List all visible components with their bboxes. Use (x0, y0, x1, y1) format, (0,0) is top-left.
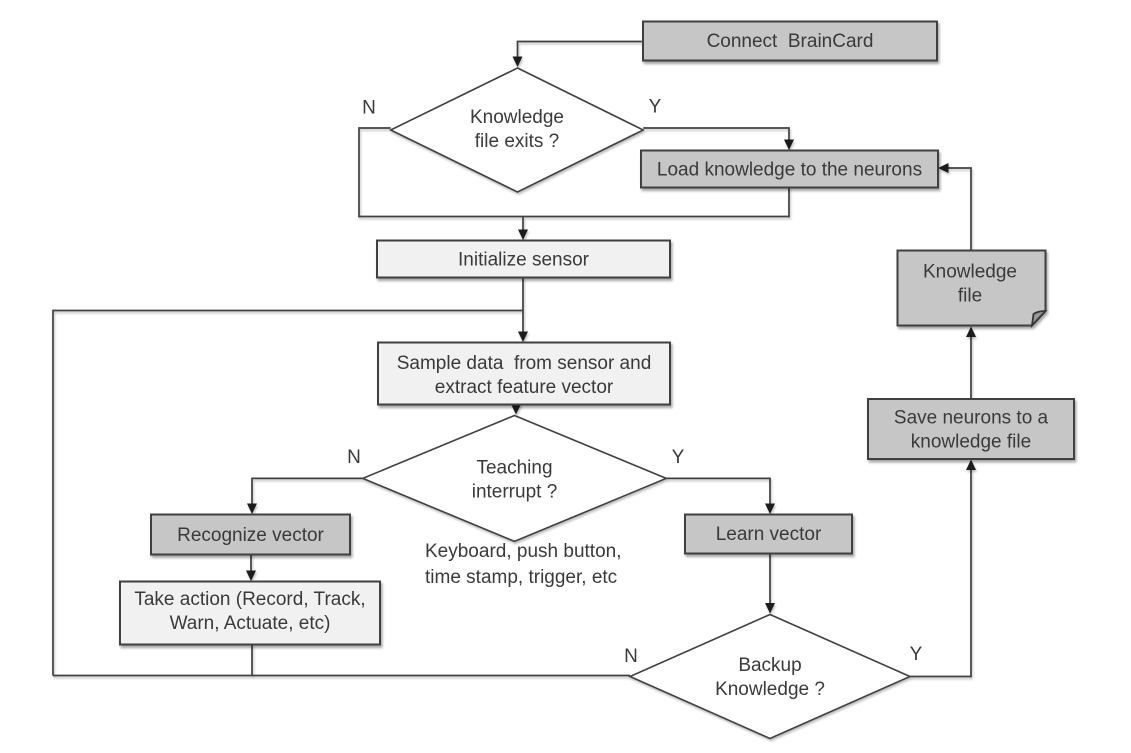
svg-text:Knowledge ?: Knowledge ? (715, 679, 825, 700)
svg-text:N: N (624, 646, 638, 667)
svg-text:Initialize sensor: Initialize sensor (458, 250, 590, 271)
svg-text:N: N (362, 98, 376, 119)
svg-text:file exits ?: file exits ? (475, 131, 559, 152)
svg-text:interrupt ?: interrupt ? (472, 482, 558, 503)
svg-text:Learn vector: Learn vector (716, 524, 822, 545)
svg-text:Warn, Actuate, etc): Warn, Actuate, etc) (170, 613, 331, 634)
svg-text:Recognize vector: Recognize vector (177, 525, 324, 546)
svg-text:Keyboard, push button,: Keyboard, push button, (425, 541, 621, 562)
svg-text:Sample data from sensor and: Sample data from sensor and (397, 353, 652, 374)
svg-text:Connect BrainCard: Connect BrainCard (707, 31, 874, 52)
svg-text:Backup: Backup (738, 655, 801, 676)
svg-text:knowledge file: knowledge file (911, 432, 1031, 453)
svg-text:Take action (Record, Track,: Take action (Record, Track, (134, 589, 365, 610)
svg-text:file: file (958, 286, 982, 307)
svg-text:N: N (347, 447, 361, 468)
svg-text:Load knowledge to the neurons: Load knowledge to the neurons (657, 160, 922, 181)
svg-text:Y: Y (672, 447, 685, 468)
svg-text:Y: Y (910, 644, 923, 665)
svg-text:time stamp, trigger, etc: time stamp, trigger, etc (425, 567, 617, 588)
svg-text:Y: Y (649, 97, 662, 118)
svg-text:extract feature vector: extract feature vector (435, 377, 614, 398)
svg-text:Save neurons to a: Save neurons to a (894, 408, 1049, 429)
svg-text:Knowledge: Knowledge (470, 107, 564, 128)
svg-text:Teaching: Teaching (476, 458, 552, 479)
svg-text:Knowledge: Knowledge (923, 262, 1017, 283)
